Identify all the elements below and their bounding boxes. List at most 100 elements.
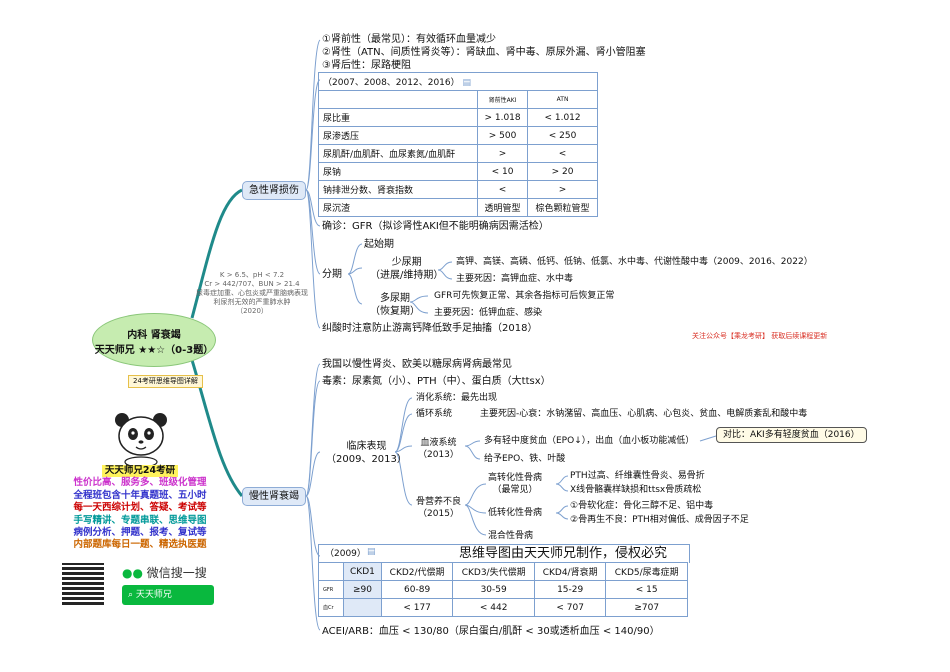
branch-aki[interactable]: 急性肾损伤 (242, 181, 306, 200)
table-row: 尿肌酐/血肌酐、血尿素氮/血肌酐>< (318, 144, 598, 163)
table-cell: 透明管型 (476, 198, 529, 217)
ckd-circulation-text: 主要死因-心衰：水钠潴留、高血压、心肌病、心包炎、贫血、电解质紊乱和酸中毒 (480, 409, 808, 419)
ckd-stage-caption: （2009） ▤ 思维导图由天天师兄制作，侵权必究 (318, 544, 690, 563)
branch-aki-label: 急性肾损伤 (249, 185, 299, 196)
root-subtitle: 天天师兄 ★★☆（0-3题） (94, 345, 214, 356)
stage-head (318, 562, 344, 581)
table-row: 尿钠< 10> 20 (318, 162, 598, 181)
table-cell: < (476, 180, 529, 199)
polyuric-gfr: GFR可先恢复正常、其余各指标可后恢复正常 (434, 291, 615, 301)
wechat-search-box[interactable]: ⌕ 天天师兄 (122, 585, 214, 605)
aki-acidosis-note: 纠酸时注意防止游离钙降低致手足抽搐（2018） (322, 323, 538, 334)
ckd-bone: 骨营养不良 （2015） (416, 496, 461, 520)
table-cell: < 1.012 (527, 108, 598, 127)
stage-head: CKD5/尿毒症期 (605, 562, 688, 581)
table-cell: 钠排泄分数、肾衰指数 (318, 180, 478, 199)
stage-cell: ≥90 (343, 580, 382, 599)
bone-high-a: PTH过高、纤维囊性骨炎、易骨折 (570, 471, 705, 481)
stage-cell: GFR (318, 580, 344, 599)
table-row: 尿沉渣透明管型棕色颗粒管型 (318, 198, 598, 217)
stage-cell: 30-59 (452, 580, 535, 599)
table-row: 尿渗透压> 500< 250 (318, 126, 598, 145)
table-header-row: 肾前性AKI ATN (318, 90, 598, 109)
table-cell: 尿沉渣 (318, 198, 478, 217)
table-cell: > (476, 144, 529, 163)
ckd-clinical: 临床表现 （2009、2013） (326, 440, 407, 466)
badge: 24考研思维导图详解 (128, 375, 203, 388)
table-cell: < 10 (476, 162, 529, 181)
stage-header-row: CKD1 CKD2/代偿期 CKD3/失代偿期 CKD4/肾衰期 CKD5/尿毒… (318, 562, 688, 581)
ckd-acei-note: ACEI/ARB：血压 < 130/80（尿白蛋白/肌酐 < 30或透析血压 <… (322, 626, 660, 637)
stage-cell: < 177 (380, 598, 454, 617)
table-header: 肾前性AKI (476, 90, 529, 109)
ckd-blood-anemia: 多有轻中度贫血（EPO↓），出血（血小板功能减低） (484, 436, 695, 446)
stage-polyuric-sub: （恢复期） (370, 306, 420, 317)
ckd-circulation: 循环系统 (416, 409, 453, 419)
ad-note: 关注公众号【乘龙考研】 获取后续课程更新 (692, 332, 828, 340)
note-line: K > 6.5、pH < 7.2 (219, 271, 285, 279)
qr-code-icon[interactable] (62, 563, 104, 605)
note-line: 尿毒症加重、心包炎或严重脑病表现 (196, 289, 308, 297)
callout-text: 对比：AKI多有轻度贫血（2016） (723, 430, 860, 440)
stage-head: CKD4/肾衰期 (533, 562, 607, 581)
aki-type-renal: ②肾性（ATN、间质性肾炎等）：肾缺血、肾中毒、原尿外漏、肾小管阻塞 (322, 47, 646, 58)
table-cell: 尿比重 (318, 108, 478, 127)
promo-title: 天天师兄24考研 (101, 465, 179, 478)
promo-line: 全程班包含十年真题班、五小时 (73, 489, 207, 501)
table-cell: > 1.018 (476, 108, 529, 127)
aki-diagnosis: 确诊：GFR（拟诊肾性AKI但不能明确病因需活检） (322, 221, 549, 232)
ckd-digestive: 消化系统：最先出现 (416, 393, 498, 403)
table-cell: > (527, 180, 598, 199)
stage-oliguric: 少尿期 （进展/维持期） (370, 256, 443, 282)
table-year: （2007、2008、2012、2016） (323, 78, 460, 88)
bone-high-turnover: 高转化性骨病 （最常见） (488, 472, 542, 496)
stage-cr-row: 血Cr < 177 < 442 < 707 ≥707 (318, 598, 688, 617)
bone-high-sub: （最常见） (492, 485, 538, 495)
bone-low-turnover: 低转化性骨病 (488, 508, 543, 518)
search-text: 天天师兄 (135, 590, 172, 600)
root-title: 内科 肾衰竭 (127, 330, 181, 341)
stage-initiation: 起始期 (364, 239, 394, 250)
promo-block: 天天师兄24考研 性价比高、服务多、班级化管理 全程班包含十年真题班、五小时 每… (60, 465, 220, 552)
table-cell: 尿肌酐/血肌酐、血尿素氮/血肌酐 (318, 144, 478, 163)
ckd-blood: 血液系统 （2013） (418, 437, 459, 461)
table-caption-row: （2007、2008、2012、2016） ▤ (318, 72, 598, 91)
note-line: 利尿剂无效的严重肺水肿 (213, 298, 291, 306)
table-cell: < (527, 144, 598, 163)
aki-anemia-callout: 对比：AKI多有轻度贫血（2016） (716, 427, 867, 443)
table-cell: 尿钠 (318, 162, 478, 181)
stage-cell: 60-89 (380, 580, 454, 599)
stage-polyuric: 多尿期 （恢复期） (370, 292, 420, 318)
dialysis-indication-note: K > 6.5、pH < 7.2 Cr > 442/707、BUN > 21.4… (192, 271, 312, 316)
table-row: 钠排泄分数、肾衰指数<> (318, 180, 598, 199)
bone-low-b: ②骨再生不良：PTH相对偏低、成骨因子不足 (570, 515, 749, 525)
ckd-clinical-label: 临床表现 (346, 441, 387, 452)
table-cell: > 20 (527, 162, 598, 181)
stage-head: CKD1 (343, 562, 382, 581)
polyuric-death-cause: 主要死因：低钾血症、感染 (434, 308, 543, 318)
badge-label: 24考研思维导图详解 (133, 377, 198, 385)
oliguric-electrolytes: 高钾、高镁、高磷、低钙、低钠、低氯、水中毒、代谢性酸中毒（2009、2016、2… (456, 257, 813, 267)
ckd-toxins: 毒素：尿素氮（小）、PTH（中）、蛋白质（大ttsx） (322, 376, 551, 387)
promo-line: 性价比高、服务多、班级化管理 (73, 477, 207, 489)
stage-cell: 15-29 (533, 580, 607, 599)
ckd-etiology: 我国以慢性肾炎、欧美以糖尿病肾病最常见 (322, 359, 512, 370)
ckd-clinical-year: （2009、2013） (326, 454, 407, 465)
panda-mascot-icon (115, 413, 167, 466)
table-icon: ▤ (462, 78, 472, 88)
stage-cell: < 442 (452, 598, 535, 617)
stage-cell (343, 598, 382, 617)
root-node[interactable]: 内科 肾衰竭 天天师兄 ★★☆（0-3题） (92, 313, 216, 367)
promo-line: 病例分析、押题、报考、复试等 (73, 527, 207, 539)
stage-cell: < 707 (533, 598, 607, 617)
ckd-bone-year: （2015） (418, 509, 459, 519)
copyright: 思维导图由天天师兄制作，侵权必究 (459, 546, 668, 561)
branch-ckd[interactable]: 慢性肾衰竭 (242, 487, 306, 506)
stage-polyuric-label: 多尿期 (380, 293, 410, 304)
wechat-label-row: ●● 微信搜一搜 (122, 564, 207, 581)
bone-mixed: 混合性骨病 (488, 531, 534, 541)
search-icon: ⌕ (128, 590, 136, 600)
promo-line: 手写精讲、专题串联、思维导图 (73, 514, 207, 526)
wechat-label: 微信搜一搜 (146, 566, 207, 580)
aki-type-postrenal: ③肾后性：尿路梗阻 (322, 60, 411, 71)
